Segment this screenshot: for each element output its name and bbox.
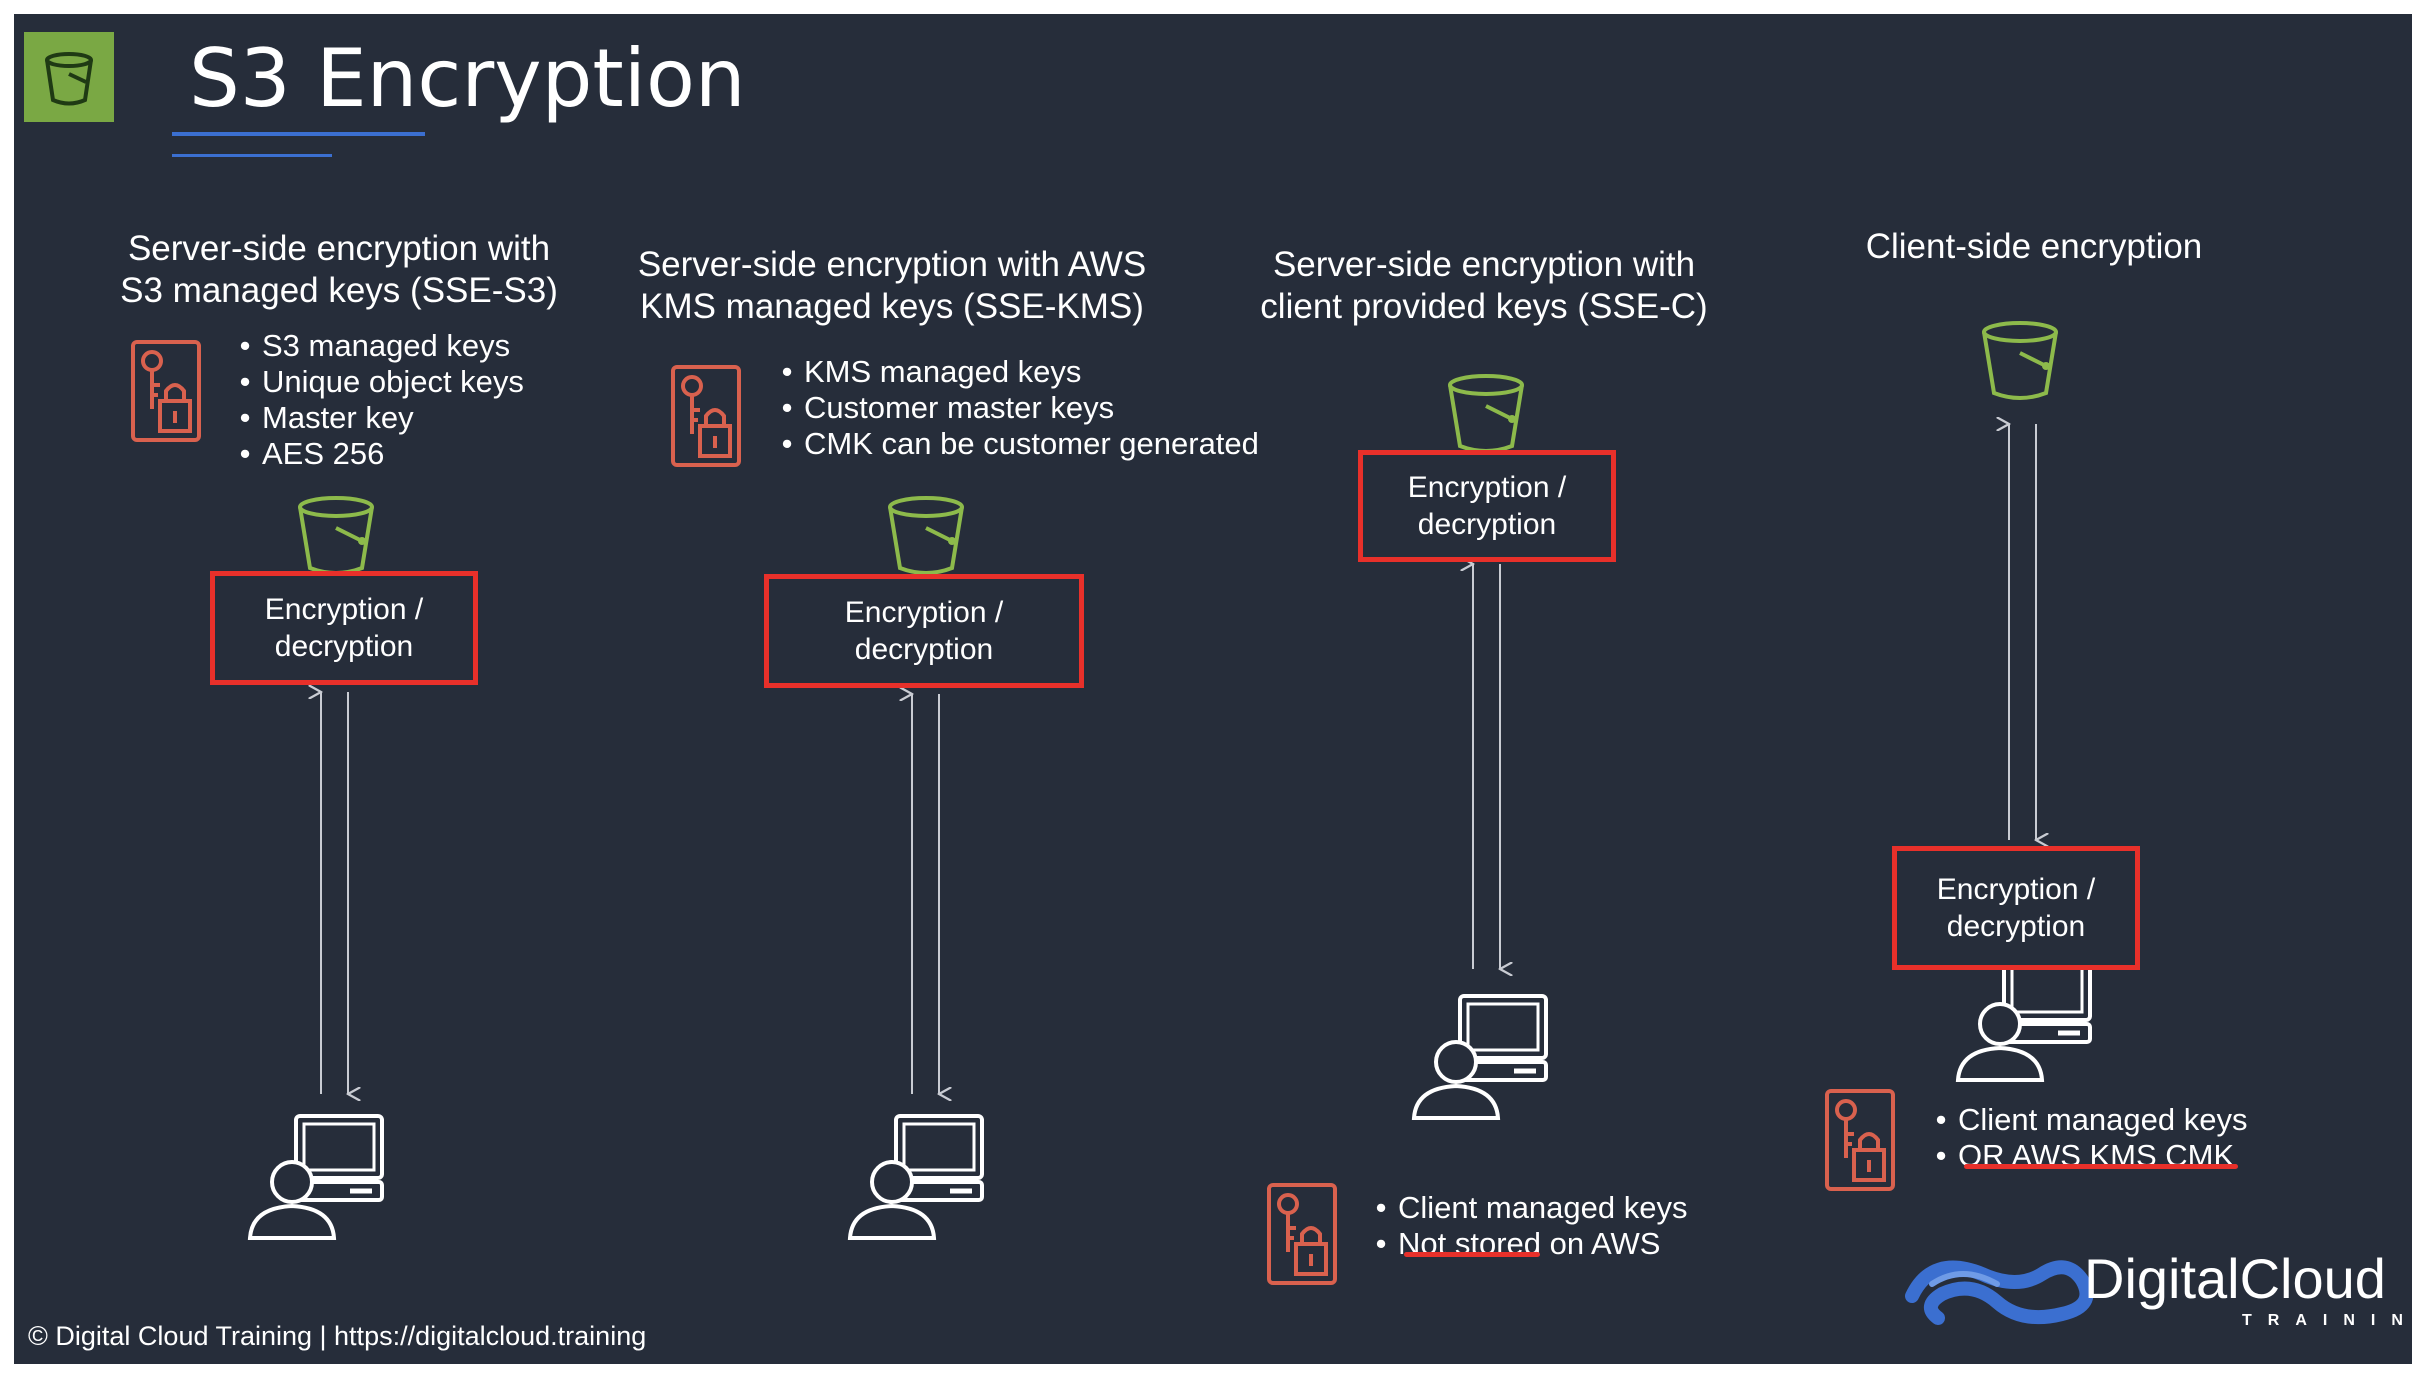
- title-underline-secondary: [172, 154, 332, 157]
- list-item: Client managed keys: [1926, 1102, 2248, 1138]
- list-item: Master key: [230, 400, 524, 436]
- title-underline: [172, 132, 425, 136]
- brand-name: DigitalCloud: [2084, 1247, 2386, 1310]
- key-lock-icon: [1266, 1182, 1338, 1286]
- encryption-decryption-box: Encryption / decryption: [764, 574, 1084, 688]
- list-item: Unique object keys: [230, 364, 524, 400]
- sse-kms-bullets: KMS managed keys Customer master keys CM…: [772, 354, 1259, 462]
- key-lock-icon: [1824, 1088, 1896, 1192]
- user-computer-icon: [1954, 954, 2094, 1084]
- red-underline: [1404, 1252, 1540, 1257]
- s3-bucket-icon: [1446, 372, 1526, 456]
- list-item: Client managed keys: [1366, 1190, 1688, 1226]
- data-flow-arrows: [14, 14, 2412, 1364]
- list-item: S3 managed keys: [230, 328, 524, 364]
- red-underline: [1964, 1164, 2238, 1169]
- slide: S3 Encryption Server-side encryption wit…: [14, 14, 2412, 1364]
- footer-copyright: © Digital Cloud Training | https://digit…: [28, 1321, 647, 1351]
- encryption-decryption-box: Encryption / decryption: [210, 571, 478, 685]
- page-title: S3 Encryption: [189, 32, 746, 125]
- brand-subtitle: TRAINING: [2242, 1312, 2412, 1329]
- key-lock-icon: [670, 364, 742, 468]
- s3-logo-icon: [24, 32, 114, 122]
- encryption-decryption-box: Encryption / decryption: [1358, 450, 1616, 562]
- user-computer-icon: [846, 1112, 986, 1242]
- list-item: Customer master keys: [772, 390, 1259, 426]
- list-item: KMS managed keys: [772, 354, 1259, 390]
- list-item: AES 256: [230, 436, 524, 472]
- user-computer-icon: [1410, 992, 1550, 1122]
- list-item: CMK can be customer generated: [772, 426, 1259, 462]
- digitalcloud-logo-icon: [1905, 1260, 2094, 1325]
- s3-bucket-icon: [1980, 319, 2060, 403]
- client-side-header: Client-side encryption: [1865, 227, 2203, 266]
- encryption-decryption-box: Encryption / decryption: [1892, 846, 2140, 970]
- sse-kms-header: Server-side encryption with AWS KMS mana…: [637, 245, 1147, 326]
- sse-c-header: Server-side encryption with client provi…: [1260, 245, 1708, 326]
- user-computer-icon: [246, 1112, 386, 1242]
- s3-bucket-icon: [886, 494, 966, 578]
- sse-s3-bullets: S3 managed keys Unique object keys Maste…: [230, 328, 524, 472]
- sse-s3-header: Server-side encryption with S3 managed k…: [120, 229, 558, 310]
